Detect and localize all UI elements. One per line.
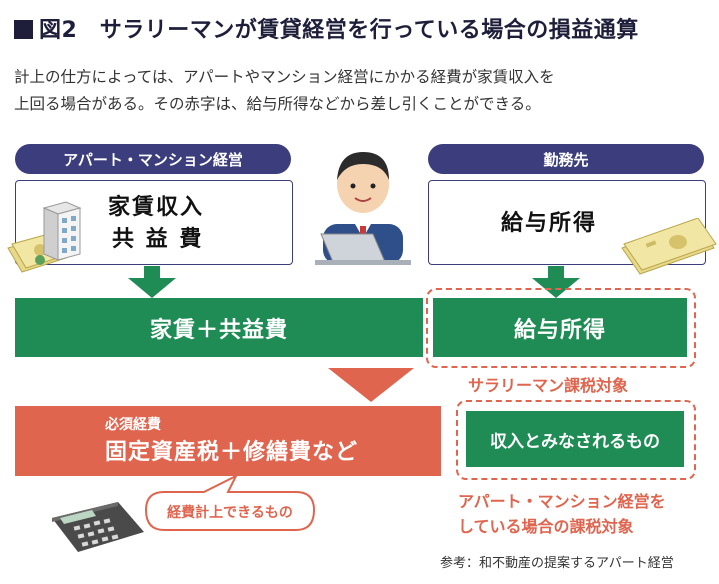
salary-income-label: 給与所得 <box>501 211 598 236</box>
expenses-small-label: 必須経費 <box>105 417 161 433</box>
source-note: 参考：和不動産の提案するアパート経営 <box>440 556 674 571</box>
apartment-management-header: アパート・マンション経営 <box>15 144 291 174</box>
left-down-arrow <box>128 266 176 298</box>
rent-common-fee-bar: 家賃＋共益費 <box>15 298 423 357</box>
page-title: 図2 サラリーマンが賃貸経営を行っている場合の損益通算 <box>14 12 639 44</box>
rent-income-label: 家賃収入 <box>108 195 205 220</box>
expenses-bar: 必須経費 固定資産税＋修繕費など <box>15 406 441 476</box>
deemed-income-outline <box>456 400 696 480</box>
cash-icon <box>621 218 717 275</box>
salaryman-tax-label: サラリーマン課税対象 <box>468 376 629 395</box>
salaryman-icon <box>315 152 411 265</box>
description: 計上の仕方によっては、アパートやマンション経営にかかる経費が家賃収入を 上回る場… <box>14 64 704 118</box>
employer-header: 勤務先 <box>428 144 704 174</box>
hair <box>337 152 389 180</box>
apartment-tax-line-2: している場合の課税対象 <box>458 517 634 536</box>
salary-income-bar: 給与所得 <box>433 298 687 357</box>
deemed-income-box: 収入とみなされるもの <box>466 411 684 467</box>
face <box>337 155 389 213</box>
description-line-1: 計上の仕方によっては、アパートやマンション経営にかかる経費が家賃収入を <box>14 68 555 86</box>
apartment-tax-line-1: アパート・マンション経営を <box>458 492 666 511</box>
apartment-building <box>35 201 82 265</box>
apartment-tax-label: アパート・マンション経営を している場合の課税対象 <box>458 489 666 539</box>
expense-bubble-shape <box>144 474 316 531</box>
expense-bubble-text: 経費計上できるもの <box>167 505 293 521</box>
offset-down-arrow <box>328 368 414 402</box>
expenses-main-label: 固定資産税＋修繕費など <box>105 440 359 465</box>
title-square-icon <box>14 20 33 39</box>
calculator-icon <box>52 502 144 552</box>
salaryman-tax-scope-outline <box>426 288 696 368</box>
common-fee-label: 共 益 費 <box>112 227 204 252</box>
description-line-2: 上回る場合がある。その赤字は、給与所得などから差し引くことができる。 <box>14 95 541 113</box>
title-text: 図2 サラリーマンが賃貸経営を行っている場合の損益通算 <box>39 18 639 43</box>
building-money-icon <box>7 201 82 273</box>
